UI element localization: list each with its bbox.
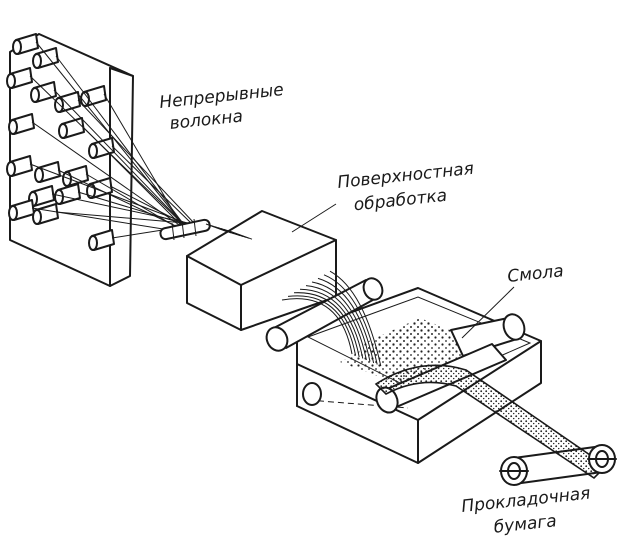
spool: [30, 81, 57, 103]
fiber-strand: [77, 191, 192, 227]
spool: [88, 229, 115, 251]
label-surface-treatment: Поверхностная обработка: [336, 158, 482, 217]
fiber-strand: [77, 99, 195, 224]
spool: [6, 155, 33, 177]
spool: [8, 113, 35, 135]
fiber-strand: [55, 55, 186, 227]
spool: [32, 203, 59, 225]
fiber-strand: [111, 145, 192, 224]
fiber-strand: [53, 89, 192, 233]
fiber-guide: [159, 218, 211, 241]
fiber-strand: [57, 169, 183, 230]
spool: [6, 67, 33, 89]
spool: [12, 33, 39, 55]
fiber-strand: [85, 173, 186, 233]
fiber-spools: [6, 33, 115, 251]
fiber-strand: [109, 185, 195, 230]
surface-treatment-unit: [186, 210, 337, 331]
fiber-strand: [103, 93, 183, 227]
fiber-strand: [55, 211, 186, 224]
leader-resin: [461, 286, 515, 339]
fiber-strand: [81, 125, 189, 233]
continuous-fibers: [29, 41, 195, 239]
leader-surface-treatment: [291, 203, 337, 233]
spool: [28, 185, 55, 207]
bath-side-roller: [302, 382, 322, 406]
fiber-strand: [29, 163, 195, 227]
spool: [62, 165, 89, 187]
release-paper-rollers: [499, 444, 617, 486]
label-release-paper: Прокладочная бумага: [460, 483, 599, 541]
treated-fibers: [205, 223, 382, 367]
bath-roller-back: [450, 313, 526, 357]
label-resin: Смола: [506, 261, 564, 287]
spool: [34, 161, 61, 183]
label-fibers: Непрерывные волокна: [158, 79, 292, 134]
